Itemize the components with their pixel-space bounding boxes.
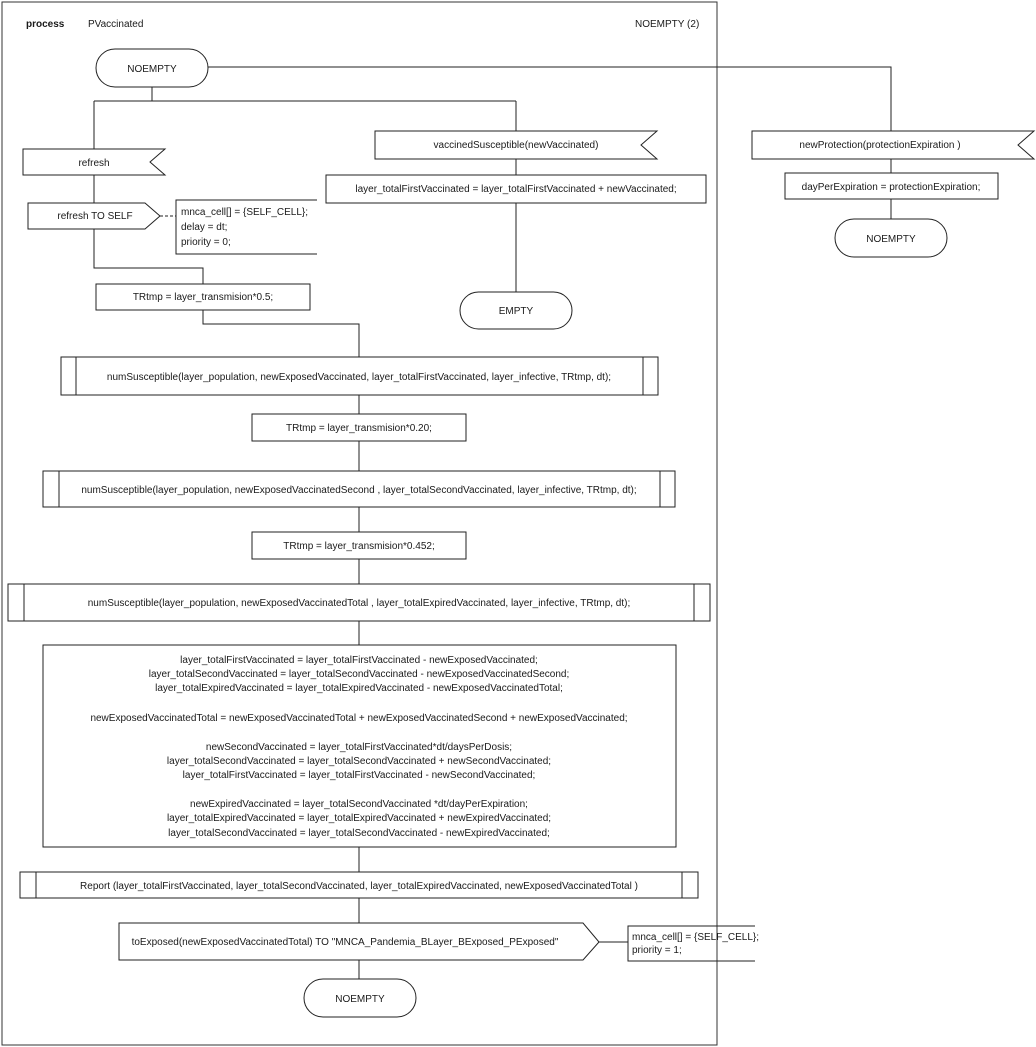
procedure-report[interactable]: Report (layer_totalFirstVaccinated, laye… xyxy=(19,871,699,899)
state-label: NOEMPTY xyxy=(866,234,916,245)
input-vaccined-susceptible[interactable]: vaccinedSusceptible(newVaccinated) xyxy=(374,130,659,160)
comment-refresh: mnca_cell[] = {SELF_CELL}; delay = dt; p… xyxy=(175,199,317,255)
flow-lines xyxy=(93,66,892,979)
task-line: newExpiredVaccinated = layer_totalSecond… xyxy=(190,799,528,810)
task-line: layer_totalExpiredVaccinated = layer_tot… xyxy=(155,683,563,694)
task-line: layer_totalExpiredVaccinated = layer_tot… xyxy=(167,813,551,824)
procedure-num-susceptible-total[interactable]: numSusceptible(layer_population, newExpo… xyxy=(7,583,711,622)
task-line: newSecondVaccinated = layer_totalFirstVa… xyxy=(206,742,512,753)
procedure-num-susceptible-second[interactable]: numSusceptible(layer_population, newExpo… xyxy=(42,470,676,508)
input-label: vaccinedSusceptible(newVaccinated) xyxy=(434,140,599,151)
process-name: PVaccinated xyxy=(88,19,143,30)
procedure-label: numSusceptible(layer_population, newExpo… xyxy=(81,485,636,496)
output-refresh-to-self[interactable]: refresh TO SELF xyxy=(27,202,161,230)
output-to-exposed[interactable]: toExposed(newExposedVaccinatedTotal) TO … xyxy=(118,922,600,961)
task-vaccination-update-block[interactable]: layer_totalFirstVaccinated = layer_total… xyxy=(42,644,677,848)
comment-line: mnca_cell[] = {SELF_CELL}; xyxy=(181,207,308,218)
state-label: NOEMPTY xyxy=(335,994,385,1005)
state-noempty-top[interactable]: NOEMPTY xyxy=(95,48,209,88)
task-total-first-vaccinated[interactable]: layer_totalFirstVaccinated = layer_total… xyxy=(325,174,707,204)
task-label: layer_totalFirstVaccinated = layer_total… xyxy=(355,184,676,195)
task-label: TRtmp = layer_transmision*0.5; xyxy=(133,292,273,303)
task-label: TRtmp = layer_transmision*0.20; xyxy=(286,423,432,434)
procedure-label: numSusceptible(layer_population, newExpo… xyxy=(88,598,631,609)
state-empty[interactable]: EMPTY xyxy=(459,291,573,330)
page-frame xyxy=(1,1,718,1046)
input-label: refresh xyxy=(78,158,109,169)
task-line: layer_totalFirstVaccinated = layer_total… xyxy=(180,655,538,666)
input-refresh[interactable]: refresh xyxy=(22,148,167,176)
task-label: dayPerExpiration = protectionExpiration; xyxy=(802,182,981,193)
output-label: refresh TO SELF xyxy=(57,211,132,222)
input-new-protection[interactable]: newProtection(protectionExpiration ) xyxy=(751,130,1036,160)
task-day-per-expiration[interactable]: dayPerExpiration = protectionExpiration; xyxy=(784,172,999,200)
task-label: TRtmp = layer_transmision*0.452; xyxy=(283,541,434,552)
state-noempty-right[interactable]: NOEMPTY xyxy=(834,218,948,258)
task-line: layer_totalFirstVaccinated = layer_total… xyxy=(183,770,536,781)
input-label: newProtection(protectionExpiration ) xyxy=(799,140,960,151)
state-label: NOEMPTY xyxy=(127,64,177,75)
comment-exposed: mnca_cell[] = {SELF_CELL}; priority = 1; xyxy=(627,925,759,962)
task-line: layer_totalSecondVaccinated = layer_tota… xyxy=(149,669,570,680)
state-label: EMPTY xyxy=(499,306,534,317)
task-trtmp-0452[interactable]: TRtmp = layer_transmision*0.452; xyxy=(251,531,467,560)
task-line: layer_totalSecondVaccinated = layer_tota… xyxy=(167,756,551,767)
comment-line: delay = dt; xyxy=(181,222,227,233)
task-line: layer_totalSecondVaccinated = layer_tota… xyxy=(168,828,550,839)
procedure-label: numSusceptible(layer_population, newExpo… xyxy=(107,372,611,383)
procedure-label: Report (layer_totalFirstVaccinated, laye… xyxy=(80,881,638,892)
state-noempty-bottom[interactable]: NOEMPTY xyxy=(303,978,417,1018)
procedure-num-susceptible-first[interactable]: numSusceptible(layer_population, newExpo… xyxy=(60,356,659,396)
comment-line: priority = 1; xyxy=(632,945,682,956)
task-line: newExposedVaccinatedTotal = newExposedVa… xyxy=(90,713,627,724)
output-label: toExposed(newExposedVaccinatedTotal) TO … xyxy=(132,937,559,948)
process-keyword: process xyxy=(26,19,65,30)
task-trtmp-020[interactable]: TRtmp = layer_transmision*0.20; xyxy=(251,413,467,442)
comment-line: mnca_cell[] = {SELF_CELL}; xyxy=(632,932,759,943)
comment-line: priority = 0; xyxy=(181,237,231,248)
task-trtmp-05[interactable]: TRtmp = layer_transmision*0.5; xyxy=(95,283,311,311)
page-reference: NOEMPTY (2) xyxy=(635,19,699,30)
